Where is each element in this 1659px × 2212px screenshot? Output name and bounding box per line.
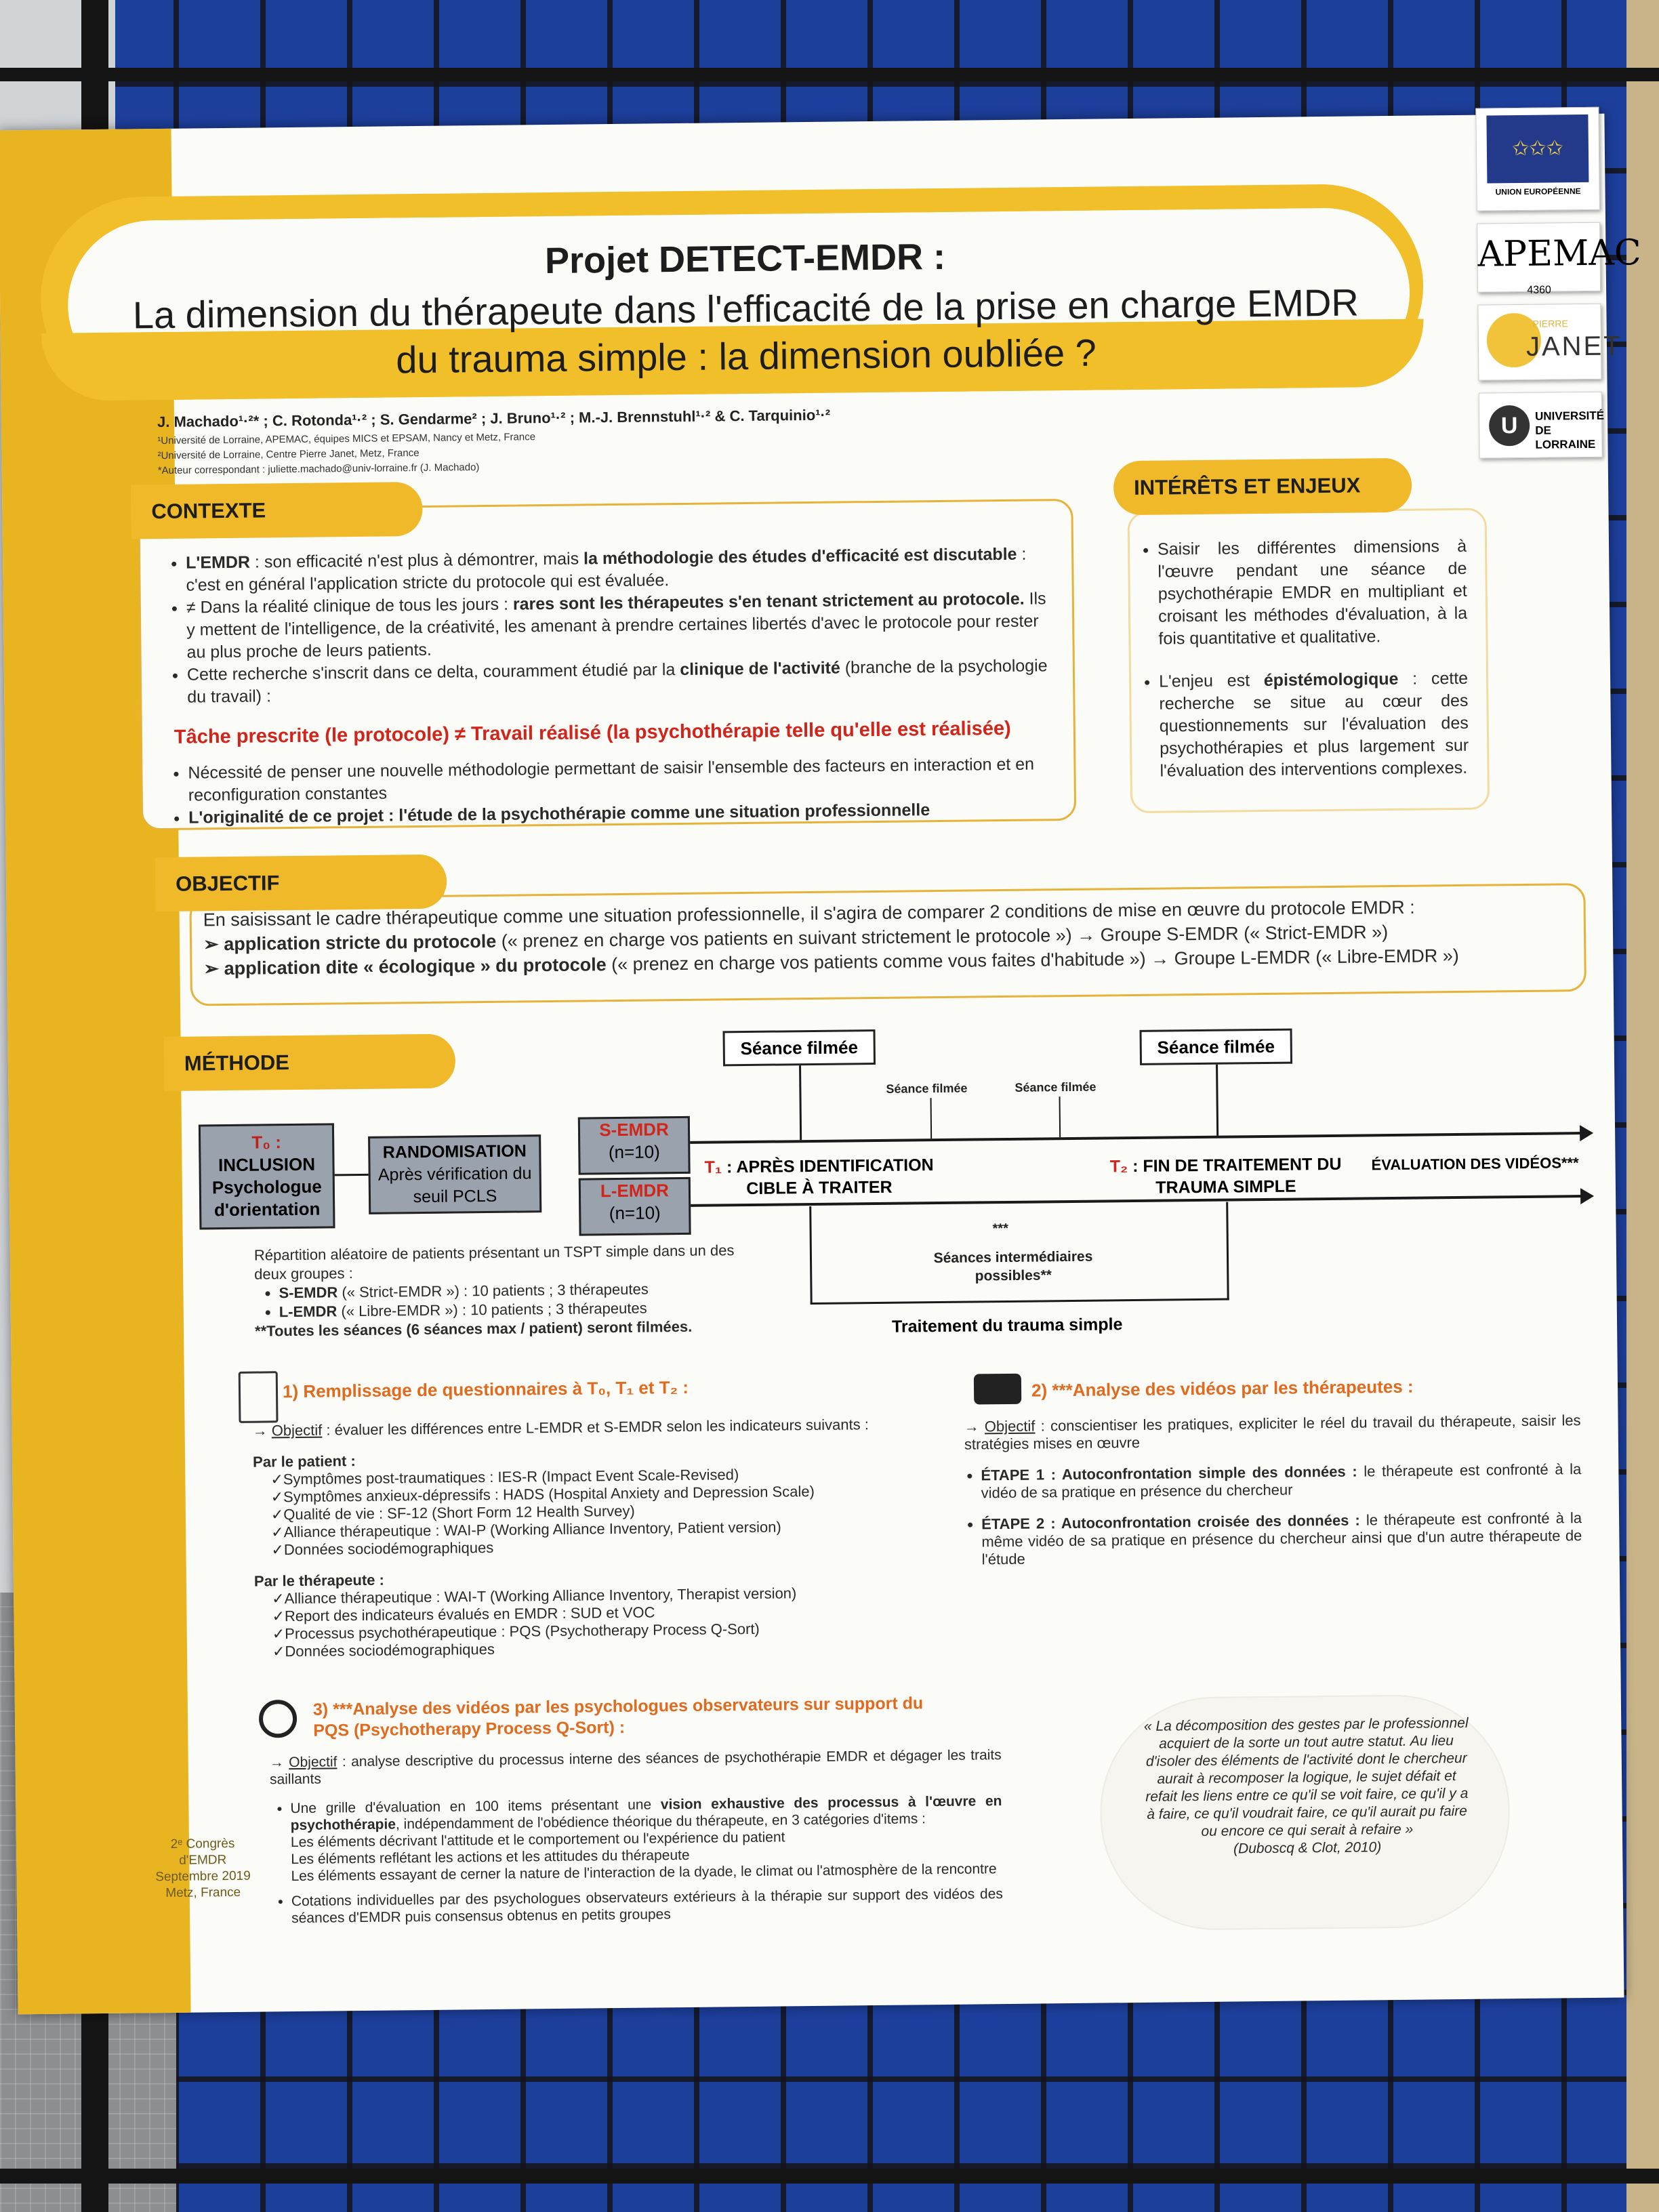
t2-label: T₂ : FIN DE TRAITEMENT DU TRAUMA SIMPLE bbox=[1109, 1154, 1342, 1197]
q1-text: → Objectif : évaluer les différences ent… bbox=[252, 1415, 973, 1661]
questionnaire-icon bbox=[238, 1371, 279, 1423]
interets-heading: INTÉRÊTS ET ENJEUX bbox=[1113, 457, 1412, 516]
arrow-right-icon bbox=[1580, 1124, 1594, 1142]
methode-heading: MÉTHODE bbox=[163, 1033, 456, 1091]
eu-logo: ✩✩✩ UNION EUROPÉENNE bbox=[1475, 106, 1600, 211]
inclusion-box: T₀ : INCLUSION Psychologue d'orientation bbox=[198, 1123, 335, 1230]
t1-label: T₁ : APRÈS IDENTIFICATION CIBLE À TRAITE… bbox=[704, 1155, 934, 1199]
corresponding-author: *Auteur correspondant : juliette.machado… bbox=[157, 462, 480, 477]
arrow-right-icon bbox=[1580, 1187, 1595, 1205]
congress-note: 2ᵉ Congrès d'EMDR Septembre 2019 Metz, F… bbox=[155, 1836, 251, 1901]
affiliation-1: ¹Université de Lorraine, APEMAC, équipes… bbox=[157, 431, 536, 447]
seance-small-2: Séance filmée bbox=[1015, 1080, 1097, 1094]
poster-sidebar bbox=[0, 128, 191, 2015]
door-frame bbox=[1626, 0, 1659, 2212]
janet-logo: PIERRE JANET bbox=[1477, 303, 1622, 381]
timeline-s bbox=[690, 1132, 1585, 1144]
objectif-heading: OBJECTIF bbox=[155, 854, 447, 912]
bracket-traitement bbox=[810, 1298, 1229, 1305]
ul-circle-icon: U bbox=[1488, 405, 1530, 447]
contexte-text: L'EMDR : son efficacité n'est plus à dém… bbox=[159, 543, 1056, 830]
vline-s1 bbox=[799, 1065, 802, 1141]
q3-title: 3) ***Analyse des vidéos par les psychol… bbox=[312, 1694, 924, 1740]
objectif-text: En saisissant le cadre thérapeutique com… bbox=[203, 897, 1459, 979]
seance-small-1: Séance filmée bbox=[886, 1081, 968, 1096]
poster: 2ᵉ Congrès d'EMDR Septembre 2019 Metz, F… bbox=[0, 106, 1641, 2015]
authors: J. Machado¹·²* ; C. Rotonda¹·² ; S. Gend… bbox=[157, 406, 831, 431]
apemac-logo: APEMAC 4360 bbox=[1477, 222, 1641, 296]
grid-bar-bottom bbox=[0, 2169, 1659, 2184]
quote: « La décomposition des gestes par le pro… bbox=[1143, 1715, 1469, 1857]
l-emdr-box: L-EMDR (n=10) bbox=[578, 1176, 691, 1236]
seances-intermediaires: Séances intermédiaires possibles** bbox=[933, 1248, 1093, 1284]
seance-filmee-box-1: Séance filmée bbox=[722, 1029, 876, 1067]
s-emdr-box: S-EMDR (n=10) bbox=[577, 1115, 691, 1175]
q1-title: 1) Remplissage de questionnaires à T₀, T… bbox=[282, 1376, 689, 1402]
interets-text: Saisir les différentes dimensions à l'œu… bbox=[1141, 535, 1469, 783]
grid-bar-top bbox=[0, 68, 1659, 81]
poster-subtitle: La dimension du thérapeute dans l'effica… bbox=[132, 281, 1359, 382]
universite-lorraine-logo: U UNIVERSITÉ DE LORRAINE bbox=[1478, 391, 1604, 459]
eu-flag-icon: ✩✩✩ bbox=[1486, 114, 1589, 184]
repartition-text: Répartition aléatoire de patients présen… bbox=[254, 1241, 770, 1341]
q2-title: 2) ***Analyse des vidéos par les thérape… bbox=[1031, 1376, 1414, 1401]
randomisation-box: RANDOMISATION Après vérification du seui… bbox=[368, 1134, 542, 1214]
red-statement: Tâche prescrite (le protocole) ≠ Travail… bbox=[173, 717, 1011, 748]
q2-text: → Objectif : conscientiser les pratiques… bbox=[964, 1412, 1582, 1569]
traitement-label: Traitement du trauma simple bbox=[891, 1315, 1123, 1336]
affiliation-2: ²Université de Lorraine, Centre Pierre J… bbox=[157, 447, 419, 462]
magnifier-icon bbox=[258, 1700, 298, 1738]
evaluation-label: ÉVALUATION DES VIDÉOS*** bbox=[1371, 1154, 1579, 1174]
q3-text: → Objectif : analyse descriptive du proc… bbox=[270, 1746, 1004, 1927]
seance-filmee-box-2: Séance filmée bbox=[1139, 1028, 1293, 1065]
contexte-heading: CONTEXTE bbox=[130, 481, 423, 539]
camera-icon bbox=[973, 1373, 1022, 1405]
vline-s2 bbox=[1216, 1064, 1219, 1136]
